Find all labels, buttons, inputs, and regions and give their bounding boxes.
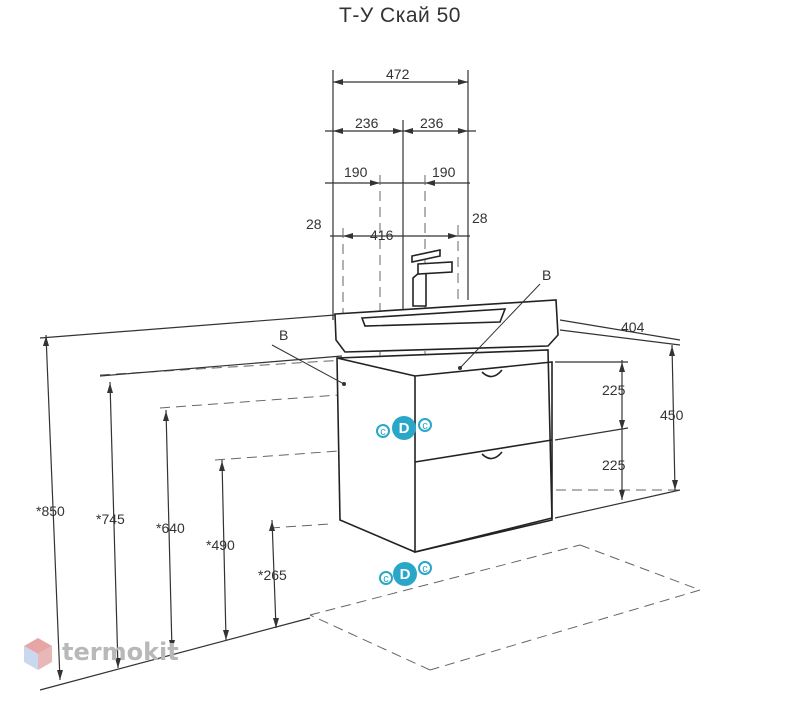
dim-label-225-bottom: 225 <box>602 457 626 473</box>
floor-edge-2 <box>579 544 701 591</box>
dim-label-265: *265 <box>258 567 287 583</box>
arrow <box>223 630 229 640</box>
arrow <box>343 233 353 239</box>
cabinet-body <box>336 349 553 553</box>
arrow <box>619 490 625 500</box>
marker-b-right: B <box>542 267 551 283</box>
height-line-450 <box>671 344 676 491</box>
marker-d-upper: D <box>399 420 410 437</box>
arrow <box>619 420 625 430</box>
dim-label-850: *850 <box>36 503 65 519</box>
dim-label-28-right: 28 <box>472 210 488 226</box>
dim-label-236-left: 236 <box>355 115 379 131</box>
faucet-lever <box>417 261 453 275</box>
height-line-745 <box>109 381 119 669</box>
height-line-265 <box>271 519 277 629</box>
height-line-490 <box>221 459 227 641</box>
arrow <box>169 640 175 650</box>
ref-line-drawer-mid <box>554 427 629 441</box>
drawer-handle-bottom <box>481 451 503 460</box>
dim-label-472: 472 <box>386 66 410 82</box>
basin-outline <box>334 299 559 353</box>
ref-line-drawer-bottom <box>554 489 681 519</box>
dim-label-640: *640 <box>156 520 185 536</box>
leader-b-left <box>271 344 345 385</box>
cabinet-top-edge <box>336 357 416 377</box>
arrow <box>219 461 225 471</box>
connection-c-upper-right-icon <box>418 418 432 432</box>
arrow <box>403 128 413 134</box>
arrow <box>669 346 675 356</box>
arrow <box>163 411 169 421</box>
arrow <box>393 128 403 134</box>
dim-label-450: 450 <box>660 407 684 423</box>
brand-logo: termokit <box>22 636 212 676</box>
depth-line-404 <box>559 329 681 346</box>
faucet-icon <box>412 271 427 307</box>
arrow <box>269 521 275 531</box>
arrow <box>425 180 435 186</box>
cabinet-front-panel <box>414 361 553 554</box>
arrow <box>107 383 113 393</box>
dim-label-28-left: 28 <box>306 216 322 232</box>
dim-label-190-left: 190 <box>344 164 368 180</box>
dim-label-745: *745 <box>96 511 125 527</box>
dim-label-190-right: 190 <box>432 164 456 180</box>
floor-edge-1 <box>309 544 581 616</box>
arrow <box>458 128 468 134</box>
marker-c-upper-left: c <box>380 426 386 438</box>
page-title: Т-У Скай 50 <box>339 4 461 27</box>
arrow <box>333 128 343 134</box>
connection-c-lower-left-icon <box>379 571 393 585</box>
leader-b-right <box>459 283 541 369</box>
dim-label-236-right: 236 <box>420 115 444 131</box>
drawer-handle-top <box>481 369 503 378</box>
dim-label-225-top: 225 <box>602 382 626 398</box>
dim-label-404: 404 <box>621 319 645 335</box>
arrow <box>273 618 279 628</box>
arrow <box>57 670 63 680</box>
arrow <box>619 362 625 372</box>
floor-edge-4 <box>309 614 431 671</box>
height-line-640 <box>165 409 173 651</box>
wall-line-265 <box>269 523 331 529</box>
connection-c-lower-right-icon <box>418 561 432 575</box>
drain-d-upper-icon <box>392 416 416 440</box>
dim-label-490: *490 <box>206 537 235 553</box>
connection-c-upper-left-icon <box>376 424 390 438</box>
arrow <box>672 480 678 490</box>
depth-ref-line <box>559 319 681 341</box>
basin-inner <box>360 308 507 327</box>
arrow <box>458 79 468 85</box>
arrow <box>448 233 458 239</box>
marker-b-left: B <box>279 327 288 343</box>
marker-c-lower-left: c <box>383 573 389 585</box>
arrow <box>370 180 380 186</box>
brand-name: termokit <box>62 638 179 666</box>
cube-icon <box>24 638 52 670</box>
floor-line <box>39 617 311 691</box>
dim-label-416: 416 <box>370 227 394 243</box>
arrow <box>43 336 49 346</box>
arrow <box>115 658 121 668</box>
drawer-divider <box>414 439 553 463</box>
marker-c-lower-right: c <box>422 563 428 575</box>
floor-edge-3 <box>429 589 701 671</box>
arrow <box>333 79 343 85</box>
ref-line-850 <box>39 314 336 339</box>
point-b-left <box>342 382 346 386</box>
marker-d-lower: D <box>400 566 411 583</box>
faucet-spout <box>411 249 441 263</box>
point-b-right <box>458 366 462 370</box>
ref-line-745 <box>99 355 343 377</box>
drain-d-lower-icon <box>393 562 417 586</box>
height-line-850 <box>45 334 61 681</box>
marker-c-upper-right: c <box>422 420 428 432</box>
